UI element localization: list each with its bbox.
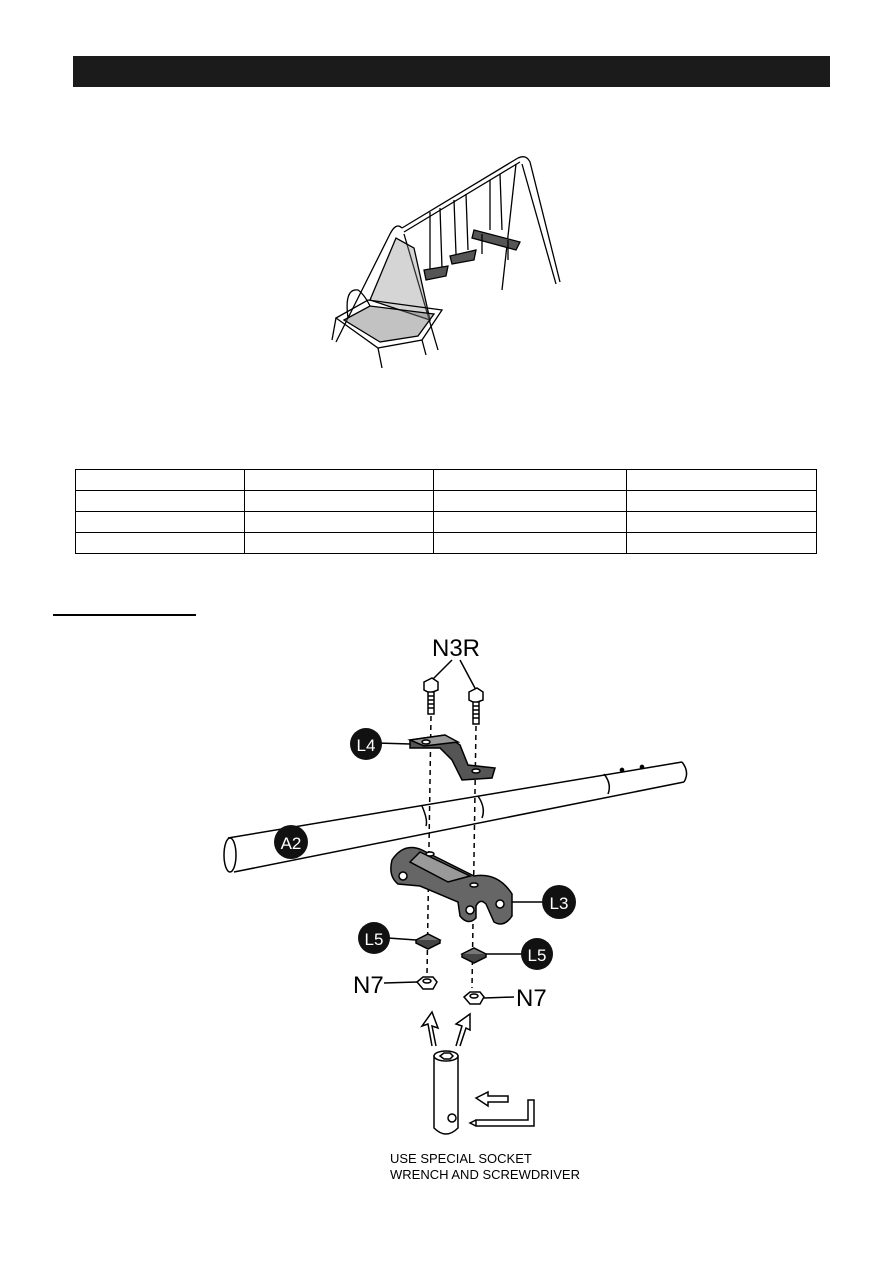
table-row xyxy=(75,511,817,533)
bolt-right xyxy=(468,687,484,725)
label-n7-right: N7 xyxy=(516,985,547,1012)
label-l4: L4 xyxy=(357,736,376,755)
label-badges xyxy=(274,728,576,970)
label-l5-left: L5 xyxy=(365,930,384,949)
label-l5-right: L5 xyxy=(528,946,547,965)
swing-set-illustration xyxy=(331,156,561,369)
parts-table xyxy=(75,469,817,554)
table-row xyxy=(75,490,817,512)
bolt-left xyxy=(423,677,439,715)
step-heading-underline xyxy=(53,614,196,616)
caption-line-2: WRENCH AND SCREWDRIVER xyxy=(390,1167,580,1182)
label-l3: L3 xyxy=(550,894,569,913)
label-a2: A2 xyxy=(281,834,302,853)
caption-line-1: USE SPECIAL SOCKET xyxy=(390,1151,532,1166)
label-n7-left: N7 xyxy=(353,972,384,999)
table-cell xyxy=(626,532,817,554)
label-n3r: N3R xyxy=(432,635,480,662)
table-row xyxy=(75,532,817,554)
tool-caption: USE SPECIAL SOCKET WRENCH AND SCREWDRIVE… xyxy=(390,1151,580,1183)
section-header-bar xyxy=(73,56,830,87)
